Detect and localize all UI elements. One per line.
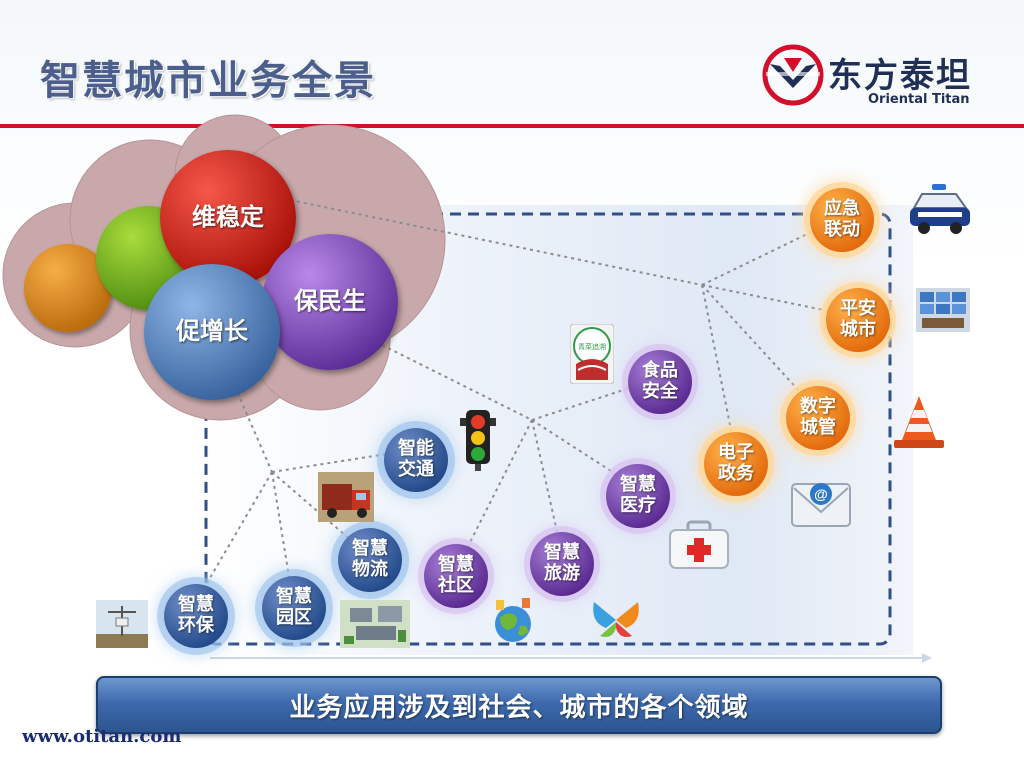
green-food-badge-icon: 青菜追溯: [570, 324, 614, 384]
summary-banner: 业务应用涉及到社会、城市的各个领域: [96, 676, 942, 734]
node-env-protect[interactable]: 智慧环保: [164, 584, 228, 648]
truck-icon: [318, 472, 374, 522]
monitor-wall-icon: [916, 288, 970, 332]
svg-text:@: @: [814, 486, 828, 502]
email-icon: @: [790, 478, 852, 530]
node-community[interactable]: 智慧社区: [424, 544, 488, 608]
node-tourism[interactable]: 智慧旅游: [530, 532, 594, 596]
green-food-badge-text: 青菜追溯: [578, 342, 606, 351]
core-growth: 促增长: [144, 264, 280, 400]
traffic-light-icon: [458, 408, 498, 472]
core-livelihood: 保民生: [262, 234, 398, 370]
globe-icon: [486, 596, 540, 644]
node-emergency[interactable]: 应急联动: [810, 188, 874, 252]
medical-kit-icon: [668, 520, 730, 570]
node-safe-city[interactable]: 平安城市: [826, 288, 890, 352]
node-traffic[interactable]: 智能交通: [384, 428, 448, 492]
node-park[interactable]: 智慧园区: [262, 576, 326, 640]
traffic-cone-icon: [892, 394, 946, 452]
weather-station-icon: [96, 600, 148, 648]
node-medical[interactable]: 智慧医疗: [606, 464, 670, 528]
police-car-icon: [908, 180, 972, 238]
node-city-mgmt[interactable]: 数字城管: [786, 386, 850, 450]
butterfly-icon: [590, 598, 642, 642]
node-logistics[interactable]: 智慧物流: [338, 528, 402, 592]
node-food-safety[interactable]: 食品安全: [628, 350, 692, 414]
building-icon: [340, 600, 410, 648]
node-e-gov[interactable]: 电子政务: [704, 432, 768, 496]
footer-url: www.otitan.com: [22, 726, 181, 747]
